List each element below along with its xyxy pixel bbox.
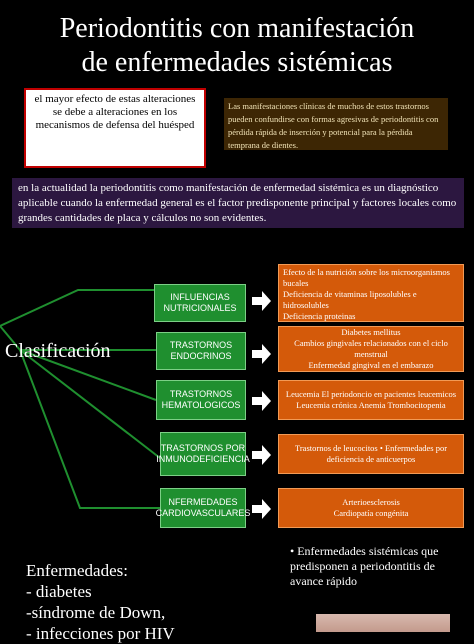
category-nutricionales: INFLUENCIAS NUTRICIONALES: [154, 284, 246, 322]
enfermedades-item: - diabetes: [26, 582, 92, 601]
slide-title-line-2: de enfermedades sistémicas: [81, 47, 393, 78]
enfermedades-item: -síndrome de Down,: [26, 603, 166, 622]
description-line: Arterioesclerosis: [342, 497, 400, 507]
bullet-icon: •: [290, 544, 298, 558]
arrow-right-icon: [252, 499, 271, 519]
description-line: Leucemia El periodoncio en pacientes leu…: [285, 389, 457, 399]
slide-title: Periodontitis con manifestación de enfer…: [0, 12, 474, 80]
arrow-right-icon: [252, 391, 271, 411]
category-inmunodeficiencia: TRASTORNOS POR INMUNODEFICIENCIA: [156, 432, 250, 476]
description-line: Deficiencia proteinas: [283, 311, 356, 321]
arrow-right-icon: [252, 445, 271, 465]
description-inmunodeficiencia: Trastornos de leucocitos • Enfermedades …: [278, 434, 464, 474]
connector-hematologicos: [19, 349, 157, 401]
description-cardiovasculares: Arterioesclerosis Cardiopatía congénita: [278, 488, 464, 528]
classification-heading: Clasificación: [5, 340, 111, 362]
arrow-right-icon: [252, 291, 271, 311]
description-endocrinos: Diabetes mellitus Cambios gingivales rel…: [278, 326, 464, 372]
arrow-right-icon: [252, 344, 271, 364]
clinical-photo: [316, 614, 450, 632]
enfermedades-heading: Enfermedades:: [26, 561, 128, 580]
defense-effect-box: el mayor efecto de estas alteraciones se…: [24, 88, 206, 168]
description-line: Enfermedad gingival en el embarazo: [308, 360, 434, 370]
description-line: Leucemia crónica Anemia Trombocitopenia: [296, 400, 446, 410]
description-line: Cambios gingivales relacionados con el c…: [294, 338, 448, 359]
connector-nutricionales: [0, 289, 154, 327]
description-line: Diabetes mellitus: [341, 327, 401, 337]
predisposing-bullet: • Enfermedades sistémicas que predispone…: [290, 544, 450, 589]
category-endocrinos: TRASTORNOS ENDOCRINOS: [156, 332, 246, 370]
category-cardiovasculares: NFERMEDADES CARDIOVASCULARES: [156, 488, 250, 528]
predisposing-text: Enfermedades sistémicas que predisponen …: [290, 544, 439, 588]
description-line: Trastornos de leucocitos • Enfermedades …: [294, 443, 448, 464]
clinical-manifestations-box: Las manifestaciones clínicas de muchos d…: [224, 98, 448, 150]
slide-title-line-1: Periodontitis con manifestación: [59, 13, 415, 44]
enfermedades-item: - infecciones por HIV: [26, 624, 175, 643]
category-hematologicos: TRASTORNOS HEMATOLOGICOS: [156, 380, 246, 420]
enfermedades-list: Enfermedades: - diabetes -síndrome de Do…: [26, 560, 266, 644]
description-line: Deficiencia de vitaminas liposolubles e …: [283, 289, 417, 310]
connector-cardiovasculares: [19, 349, 160, 509]
description-hematologicos: Leucemia El periodoncio en pacientes leu…: [278, 380, 464, 420]
description-nutricionales: Efecto de la nutrición sobre los microor…: [278, 264, 464, 322]
description-line: Cardiopatía congénita: [333, 508, 409, 518]
connector-inmunodeficiencia: [19, 349, 161, 459]
description-line: Efecto de la nutrición sobre los microor…: [283, 267, 450, 288]
diagnosis-definition-box: en la actualidad la periodontitis como m…: [12, 178, 464, 228]
